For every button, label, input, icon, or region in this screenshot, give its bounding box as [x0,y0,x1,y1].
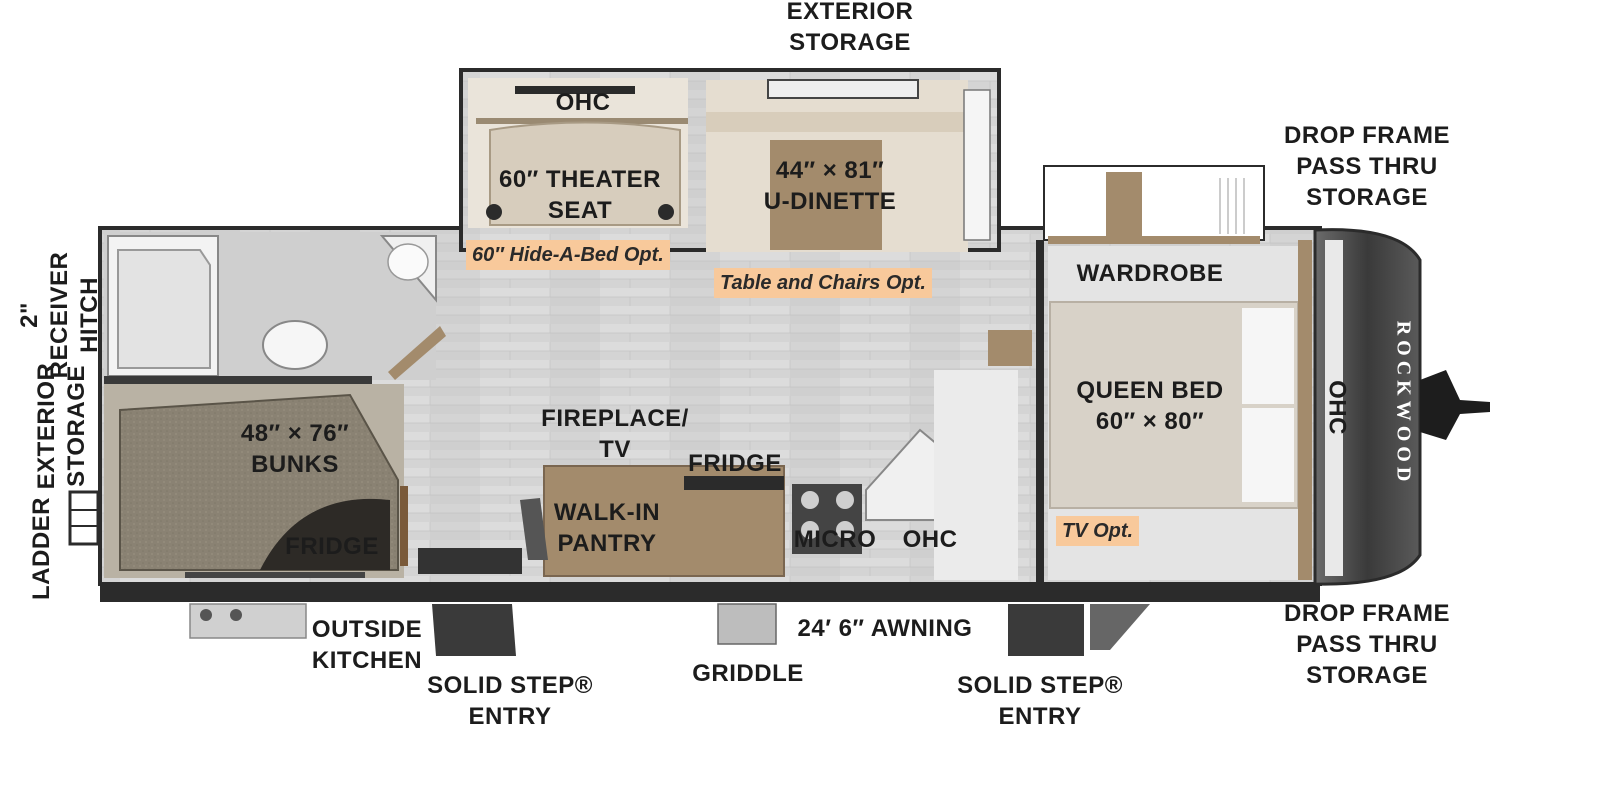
label-ohc-slide: OHC [543,87,623,118]
label-line: SEAT [547,197,613,224]
label-ohc-front: OHC [1322,378,1353,438]
label-exterior-storage-top: EXTERIOR STORAGE [770,0,930,58]
label-theater-seat: 60″ THEATER SEAT [480,164,680,226]
label-line: PANTRY [557,530,657,557]
label-line: GRIDDLE [692,660,804,687]
option-hide-a-bed: 60″ Hide-A-Bed Opt. [466,240,670,270]
label-line: U-DINETTE [763,188,897,215]
label-drop-frame-top: DROP FRAME PASS THRU STORAGE [1272,120,1462,213]
label-line: EXTERIOR [33,362,60,490]
label-solid-step-rear: SOLID STEP® ENTRY [420,670,600,732]
label-line: 48″ × 76″ [240,420,350,447]
bunk-room [104,384,408,578]
option-tv: TV Opt. [1056,516,1140,546]
label-micro: MICRO [787,524,883,555]
label-line: TV [599,436,631,463]
label-line: OHC [902,526,958,553]
label-line: OHC [1323,380,1351,435]
label-fridge-bunk: FRIDGE [272,531,392,562]
label-ladder: LADDER [27,497,57,600]
label-line: MICRO [793,526,877,553]
label-exterior-storage-left: EXTERIOR STORAGE [32,356,92,496]
label-line: KITCHEN [311,647,423,674]
label-line: 24′ 6″ AWNING [797,615,973,642]
label-line: SOLID STEP® [427,672,593,699]
label-line: PASS THRU [1296,631,1438,658]
kitchen [418,370,1018,580]
label-line: 60″ × 80″ [1095,408,1205,435]
label-line: OHC [555,89,611,116]
label-line: SOLID STEP® [957,672,1123,699]
label-walk-in-pantry: WALK-IN PANTRY [537,497,677,559]
label-line: WALK-IN [553,499,661,526]
label-line: FRIDGE [688,450,782,477]
label-line: STORAGE [63,365,90,487]
label-line: OUTSIDE [311,616,423,643]
label-ohc-kitchen: OHC [890,524,970,555]
label-drop-frame-bottom: DROP FRAME PASS THRU STORAGE [1272,598,1462,691]
label-awning: 24′ 6″ AWNING [790,613,980,644]
label-line: DROP FRAME [1284,122,1450,149]
u-dinette [706,79,991,252]
label-line: EXTERIOR [786,0,914,25]
label-line: QUEEN BED [1076,377,1224,404]
label-line: ENTRY [468,703,552,730]
label-line: STORAGE [1306,662,1428,689]
label-queen-bed: QUEEN BED 60″ × 80″ [1060,375,1240,437]
label-outside-kitchen: OUTSIDE KITCHEN [302,614,432,676]
label-wardrobe: WARDROBE [1060,258,1240,289]
label-line: DROP FRAME [1284,600,1450,627]
label-fireplace-tv: FIREPLACE/ TV [525,403,705,465]
exterior [68,370,1490,656]
brand-logo-text: ROCKWOOD [1392,320,1415,487]
label-line: 60″ THEATER [499,166,661,193]
label-line: PASS THRU [1296,153,1438,180]
label-griddle: GRIDDLE [686,658,810,689]
label-line: 44″ × 81″ [775,157,885,184]
label-line: FIREPLACE/ [541,405,689,432]
label-solid-step-front: SOLID STEP® ENTRY [950,670,1130,732]
label-line: FRIDGE [285,533,379,560]
option-table-chairs: Table and Chairs Opt. [714,268,932,298]
label-line: LADDER [28,497,55,600]
label-line: STORAGE [789,29,911,56]
label-line: WARDROBE [1076,260,1224,287]
theater-seat [468,78,688,228]
wardrobe [1043,165,1265,244]
label-line: STORAGE [1306,184,1428,211]
label-line: ENTRY [998,703,1082,730]
label-u-dinette: 44″ × 81″ U-DINETTE [735,155,925,217]
label-bunks: 48″ × 76″ BUNKS [205,418,385,480]
bathroom [104,232,446,384]
label-line: BUNKS [251,451,339,478]
label-fridge-kitchen: FRIDGE [680,448,790,479]
